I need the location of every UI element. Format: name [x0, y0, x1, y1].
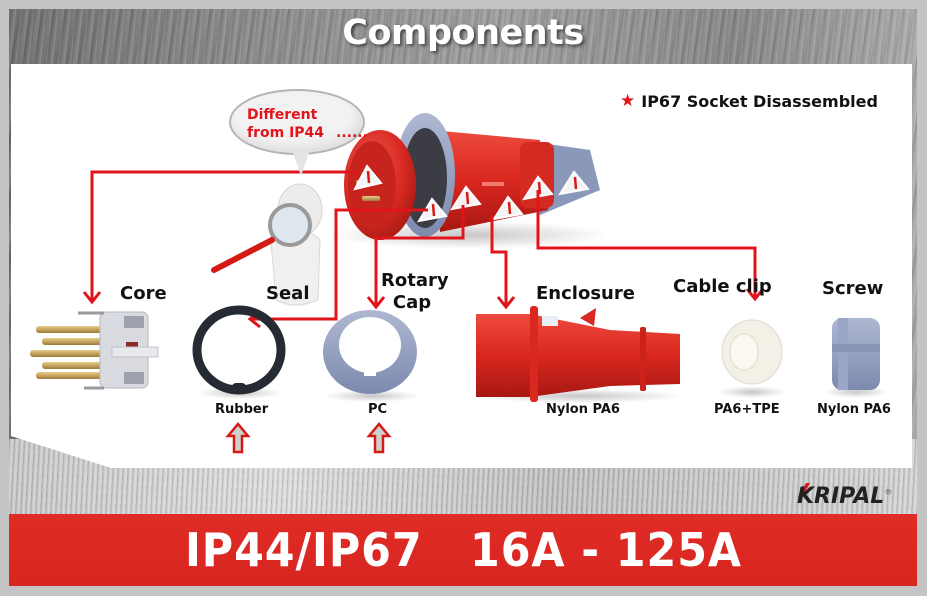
speech-bubble [229, 89, 365, 155]
callout-text: Different from IP44...... [247, 106, 368, 142]
material-seal: Rubber [215, 402, 269, 417]
brand-logo: KRIPAL® [797, 484, 893, 509]
speech-bubble-tail [292, 150, 310, 176]
legend-text: IP67 Socket Disassembled [641, 91, 878, 111]
material-rotary-cap: PC [368, 402, 388, 417]
material-cable-clip: PA6+TPE [714, 402, 780, 417]
spec-banner: IP44/IP67 16A - 125A [9, 514, 917, 586]
label-core: Core [120, 283, 167, 304]
spec-banner-text: IP44/IP67 16A - 125A [184, 523, 742, 577]
callout-line-1: Different [247, 107, 318, 123]
star-icon: ★ [620, 91, 636, 111]
label-enclosure: Enclosure [536, 283, 635, 304]
page-title: Components [342, 13, 584, 53]
label-rotary-cap: Rotary Cap [381, 270, 449, 313]
label-screw: Screw [822, 278, 884, 299]
material-enclosure: Nylon PA6 [546, 402, 620, 417]
label-cable-clip: Cable clip [673, 276, 772, 297]
callout-line-2: from IP44...... [247, 125, 368, 141]
material-screw: Nylon PA6 [817, 402, 891, 417]
callout-ellipsis: ...... [336, 125, 368, 141]
label-seal: Seal [266, 283, 310, 304]
registered-mark: ® [884, 487, 893, 497]
legend: ★ IP67 Socket Disassembled [620, 91, 878, 111]
